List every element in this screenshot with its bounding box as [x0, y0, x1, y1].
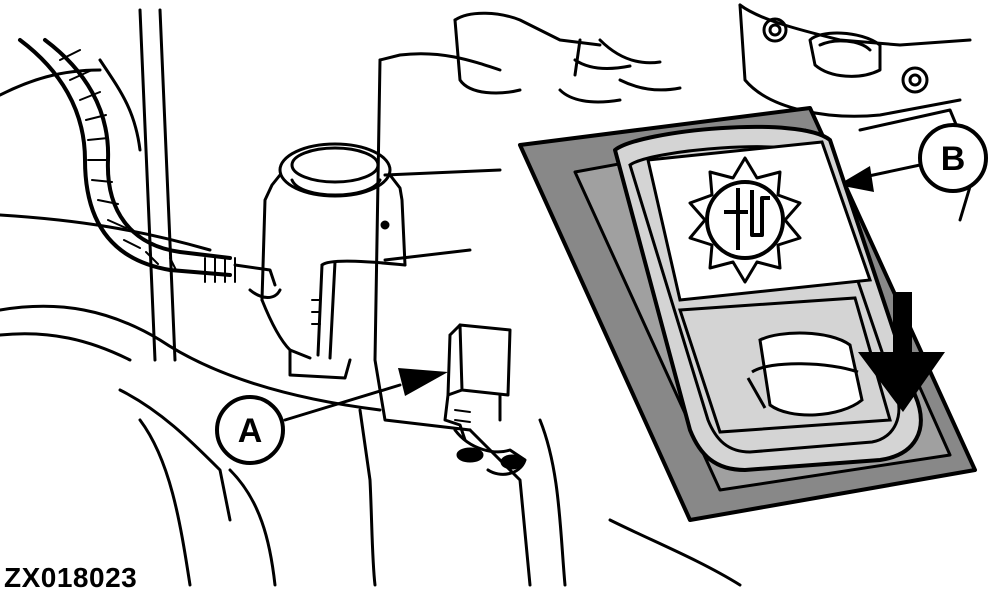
wiring-harness — [18, 38, 282, 299]
solenoid-cylinder — [260, 142, 407, 380]
callout-a: A — [215, 395, 285, 465]
engine-outlines — [0, 3, 977, 587]
mount-bolts — [762, 17, 929, 94]
callout-a-label: A — [238, 412, 263, 450]
fuel-shutoff-symbol-icon — [688, 156, 802, 284]
relay-bracket — [443, 323, 527, 476]
callout-b: B — [918, 123, 988, 193]
arrowhead-a — [398, 368, 448, 396]
callout-b-label: B — [941, 140, 966, 178]
down-arrow-icon — [858, 292, 945, 412]
figure-id-label: ZX018023 — [4, 562, 138, 593]
switch-panel — [518, 106, 977, 522]
